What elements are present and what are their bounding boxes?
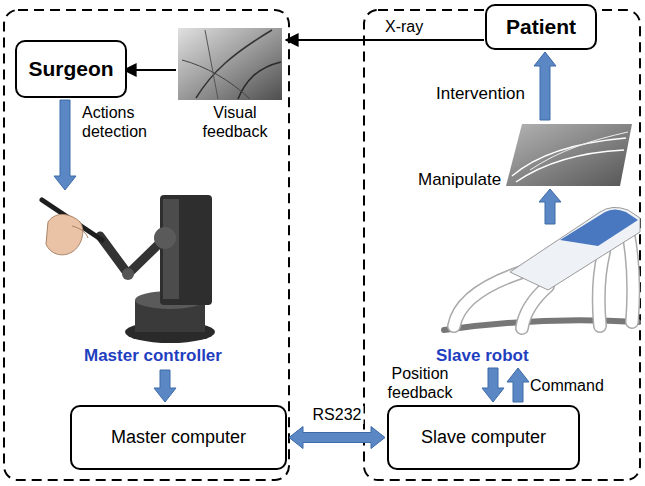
slave-robot-image: [454, 272, 522, 326]
slave-robot-image: [599, 252, 604, 326]
signal-label: Visual feedback: [193, 103, 277, 141]
slave-robot-image: [510, 207, 640, 290]
slave-robot-image: [522, 286, 548, 328]
haptic-device: [154, 227, 176, 249]
signal-label: Command: [530, 376, 620, 395]
xray-image: [196, 30, 272, 98]
haptic-device: [46, 214, 83, 254]
actor-box: Patient: [485, 4, 597, 50]
block-arrow: [54, 52, 561, 402]
node-text: Surgeon: [28, 57, 113, 81]
signal-arrow: [124, 69, 176, 71]
block-arrow: [482, 368, 504, 402]
catheter-image: [506, 124, 632, 186]
catheter-image: [506, 124, 632, 186]
link-arrow: [289, 427, 385, 449]
action-label: Intervention: [436, 84, 536, 104]
actor-box: Surgeon: [15, 40, 127, 98]
xray-image: [182, 60, 250, 99]
slave-robot-image: [454, 272, 522, 326]
part-name: Slave robot: [436, 346, 556, 366]
signal-arrow: [124, 40, 484, 70]
signal-label: Actions detection: [82, 103, 172, 141]
slave-robot-image: [628, 232, 633, 322]
block-arrow: [154, 370, 176, 402]
signal-label: X-ray: [385, 17, 445, 36]
dashed-region: [4, 10, 289, 480]
signal-arrow: [286, 39, 484, 41]
part-name: Master controller: [84, 346, 254, 366]
node-text: Slave computer: [421, 427, 546, 448]
slave-robot-image: [599, 252, 604, 326]
dashed-region: [4, 10, 640, 480]
haptic-device: [122, 268, 134, 280]
haptic-device: [42, 195, 215, 343]
haptic-device: [160, 195, 212, 305]
haptic-device: [72, 226, 88, 238]
block-arrow: [534, 52, 556, 120]
node-text: Patient: [506, 15, 576, 39]
block-arrow: [54, 100, 76, 190]
action-label: Manipulate: [418, 170, 510, 190]
block-arrow: [539, 189, 561, 224]
dashed-region: [364, 10, 640, 480]
catheter-image: [516, 150, 624, 182]
xray-image: [178, 28, 282, 100]
computer-box: Slave computer: [387, 405, 580, 470]
signal-label: Position feedback: [372, 364, 468, 402]
xray-image: [205, 30, 218, 99]
slave-robot-image: [522, 286, 548, 328]
slave-robot-image: [560, 210, 638, 247]
slave-robot-image: [444, 207, 640, 330]
node-text: Master computer: [111, 427, 246, 448]
catheter-image: [512, 138, 626, 176]
catheter-image: [530, 132, 628, 170]
haptic-device: [163, 199, 179, 299]
computer-box: Master computer: [70, 405, 287, 470]
slave-robot-image: [444, 320, 638, 330]
xray-image: [178, 28, 282, 100]
slave-robot-image: [628, 232, 633, 322]
block-arrow: [507, 368, 529, 402]
link-label: RS232: [311, 406, 364, 424]
